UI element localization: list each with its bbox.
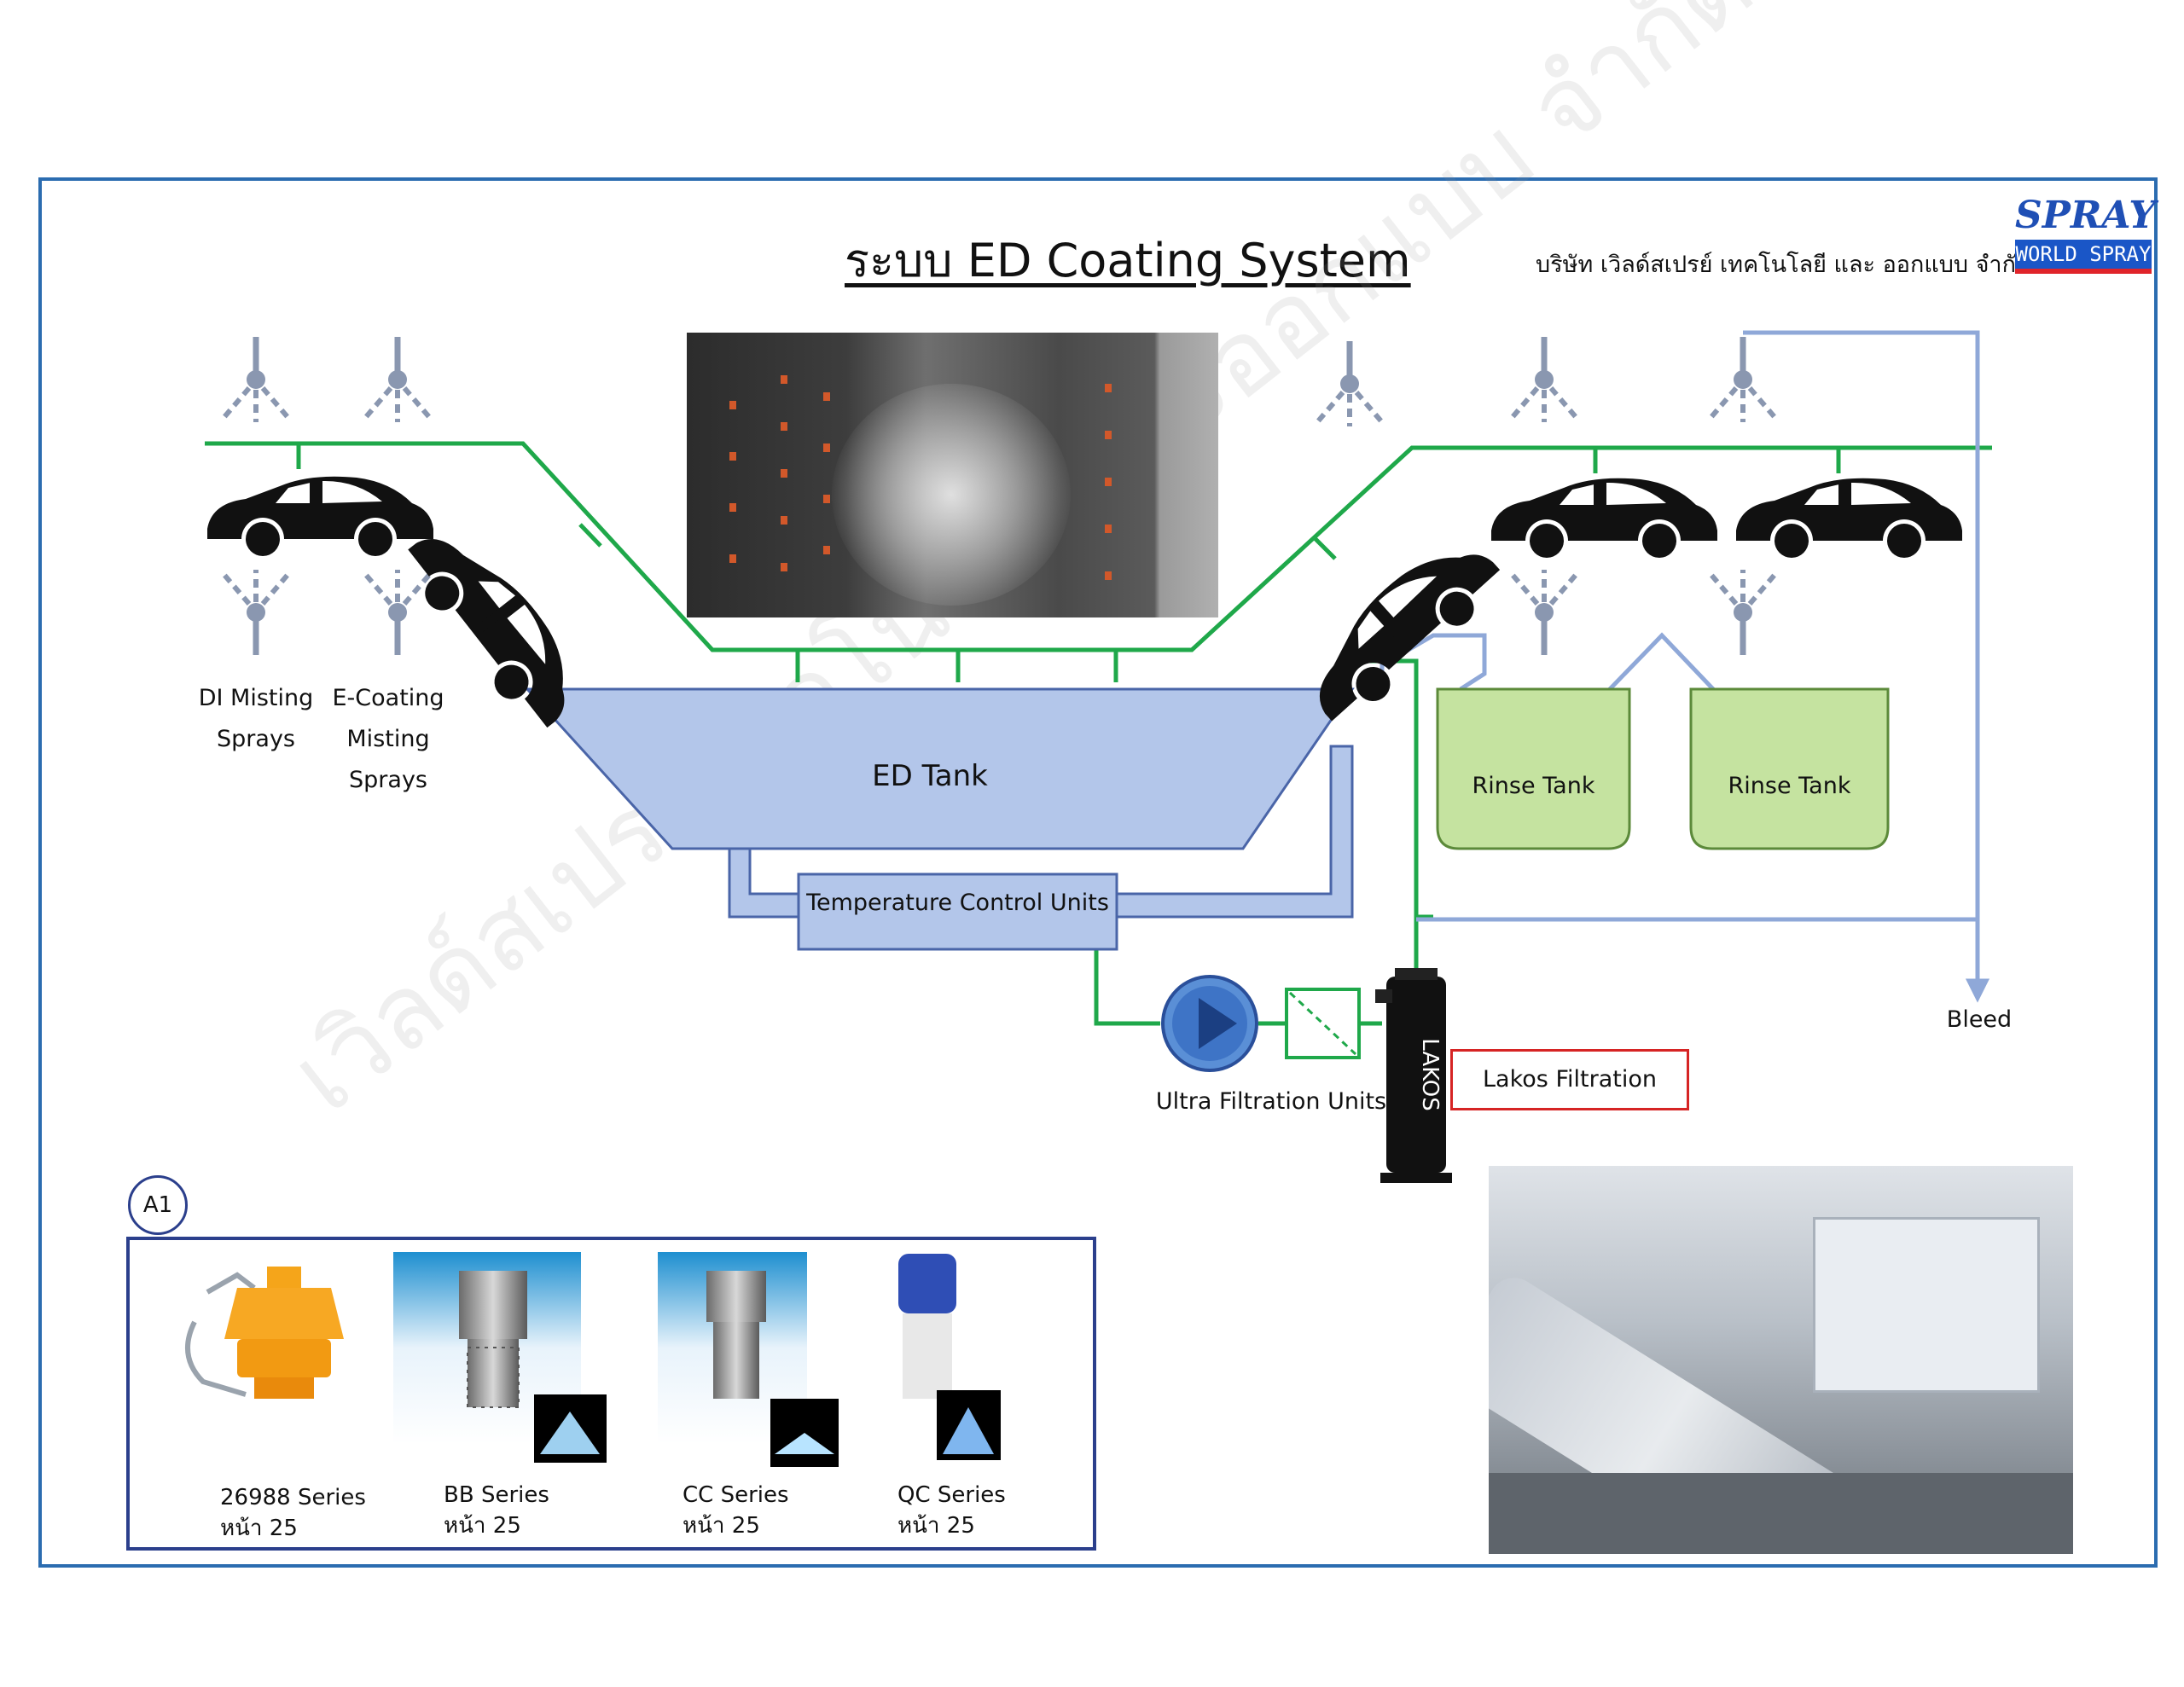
product-26988-page: หน้า 25 (220, 1516, 298, 1541)
di-misting-line1: DI Misting (198, 685, 314, 711)
lakos-brand-text: LAKOS (1417, 1038, 1443, 1110)
nozzle-26988-icon (185, 1267, 344, 1399)
ed-tank-shape (524, 687, 1355, 850)
temperature-control-box (797, 872, 1118, 951)
ed-tank-label: ED Tank (872, 759, 988, 793)
ecoat-line2: Misting (346, 726, 430, 752)
product-cc-page: หน้า 25 (682, 1513, 760, 1539)
bleed-label: Bleed (1946, 1006, 2013, 1033)
product-cc-label: CC Series หน้า 25 (682, 1480, 789, 1541)
spray-products-box (126, 1237, 1096, 1551)
ultra-filtration-label: Ultra Filtration Units (1155, 1088, 1387, 1115)
company-logo: SPRAY WORLD SPRAY (2015, 192, 2156, 274)
a1-badge: A1 (128, 1175, 188, 1235)
product-qc-label: QC Series หน้า 25 (897, 1480, 1006, 1541)
product-bb-page: หน้า 25 (444, 1513, 521, 1539)
product-26988-series: 26988 Series (220, 1485, 366, 1510)
rinse-tank-1-label: Rinse Tank (1472, 773, 1595, 799)
product-bb-series: BB Series (444, 1482, 549, 1508)
rinse-tank-2-shape (1689, 687, 1890, 850)
ecoat-line1: E-Coating (332, 685, 444, 711)
nozzle-qc-icon (898, 1254, 1001, 1460)
nozzle-cc-icon (706, 1271, 839, 1467)
blue-pipe-network (1380, 330, 1990, 1003)
spray-chamber-photo (687, 333, 1218, 617)
car-body-photo (1489, 1166, 2073, 1554)
rinse-tank-1-shape (1436, 687, 1631, 850)
logo-spray-text: SPRAY (2015, 192, 2156, 240)
lakos-separator-icon: LAKOS (1375, 968, 1452, 1183)
nozzle-bb-icon (459, 1271, 607, 1463)
product-qc-series: QC Series (897, 1482, 1006, 1508)
product-bb-label: BB Series หน้า 25 (444, 1480, 549, 1541)
logo-worldspray-text: WORLD SPRAY (2015, 240, 2152, 269)
lakos-filtration-label: Lakos Filtration (1450, 1049, 1689, 1110)
strainer-icon (1285, 988, 1361, 1059)
di-misting-line2: Sprays (217, 726, 295, 752)
page-title: ระบบ ED Coating System (845, 234, 1411, 287)
temperature-control-label: Temperature Control Units (806, 890, 1109, 916)
logo-red-bar (2015, 269, 2152, 274)
diagram-frame (38, 177, 2158, 1568)
ecoat-misting-label: E-Coating Misting Sprays (328, 678, 448, 801)
rinse-tank-2-label: Rinse Tank (1728, 773, 1851, 799)
di-misting-label: DI Misting Sprays (196, 678, 316, 760)
product-qc-page: หน้า 25 (897, 1513, 975, 1539)
product-images (185, 1252, 1001, 1467)
ecoat-line3: Sprays (349, 767, 427, 793)
company-name: บริษัท เวิลด์สเปรย์ เทคโนโลยี และ ออกแบบ… (1536, 252, 2031, 278)
product-26988-label: 26988 Series หน้า 25 (220, 1482, 366, 1544)
product-cc-series: CC Series (682, 1482, 789, 1508)
